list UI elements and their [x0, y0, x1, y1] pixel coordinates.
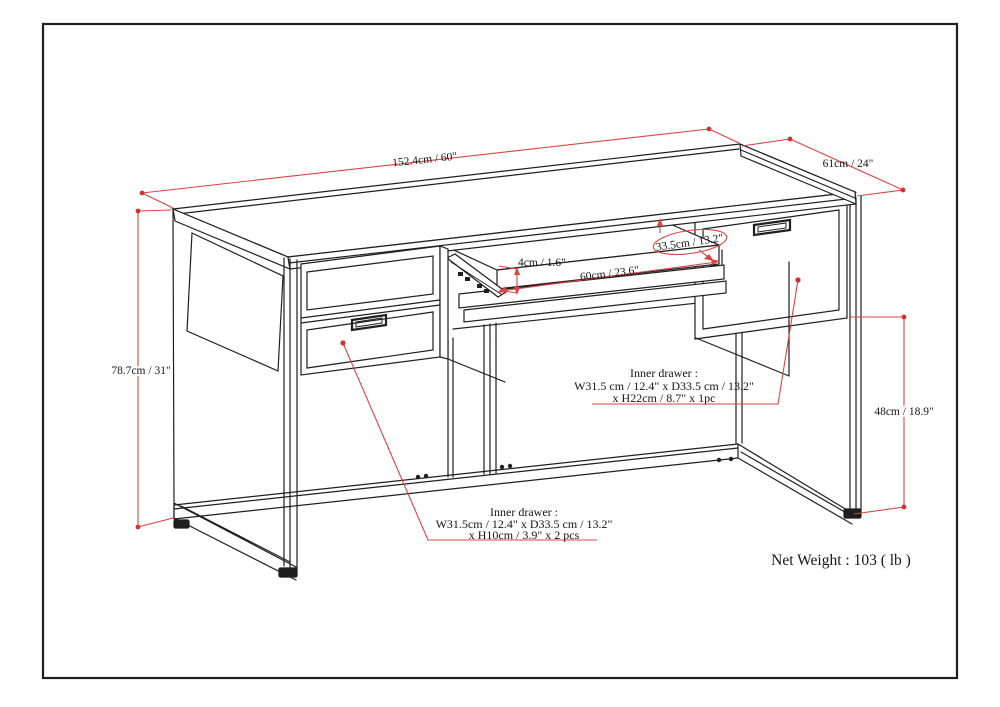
- note-right-line3: x H22cm / 8.7" x 1pc: [613, 391, 716, 405]
- right-leg-runner: [737, 443, 853, 525]
- dimension-lines: [135, 126, 907, 541]
- arrowheads: [497, 218, 720, 295]
- note-left-line2: W31.5cm / 12.4" x D33.5 cm / 13.2": [436, 517, 613, 531]
- note-right-drawer: Inner drawer : W31.5 cm / 12.4" x D33.5 …: [574, 366, 754, 405]
- note-right-line1: Inner drawer :: [630, 366, 698, 380]
- leader-left-drawer: [342, 342, 597, 541]
- note-left-drawer: Inner drawer : W31.5cm / 12.4" x D33.5 c…: [436, 505, 613, 542]
- left-rear-foot: [173, 519, 190, 529]
- note-right-line2: W31.5 cm / 12.4" x D33.5 cm / 13.2": [574, 379, 754, 393]
- dim-tray-lip-label: 4cm / 1.6": [518, 257, 566, 269]
- dim-depth-label: 61cm / 24": [823, 158, 874, 170]
- right-drawer-unit: [694, 199, 848, 377]
- dim-clearance-line: [849, 316, 905, 515]
- note-left-line1: Inner drawer :: [490, 505, 558, 519]
- left-leg-structure: [172, 208, 298, 581]
- note-left-line3: x H10cm / 3.9" x 2 pcs: [469, 528, 580, 542]
- net-weight-label: Net Weight : 103 ( lb ): [771, 552, 911, 569]
- right-front-leg: [849, 195, 862, 514]
- labels: 152.4cm / 60" 61cm / 24" 78.7cm / 31" 48…: [109, 151, 935, 569]
- back-panel-bottom-edge: [452, 298, 737, 330]
- left-front-leg: [283, 257, 298, 572]
- dim-tray-width-line: [499, 261, 718, 292]
- tray-front-lip: [496, 244, 720, 290]
- page-border: [41, 22, 959, 680]
- dim-tray-depth-ellipse: [652, 228, 728, 256]
- left-drawer-handle: [350, 313, 388, 332]
- center-support-posts: [447, 322, 497, 478]
- desk-drawing: [170, 143, 862, 581]
- leader-right-drawer: [592, 279, 799, 405]
- dimension-dots: [135, 126, 907, 530]
- dim-depth-line: [741, 138, 904, 197]
- left-leg-runner: [173, 502, 297, 581]
- dim-height-label: 78.7cm / 31": [111, 365, 170, 377]
- left-front-foot: [278, 567, 298, 578]
- right-drawer-handle: [752, 218, 792, 237]
- left-drawer-unit: [300, 245, 506, 383]
- dim-clearance-label: 48cm / 18.9": [874, 406, 933, 418]
- dim-height-line: [137, 209, 174, 528]
- left-end-panel: [186, 232, 284, 372]
- stretcher-screws: [415, 456, 734, 480]
- dim-length-line: [141, 128, 740, 209]
